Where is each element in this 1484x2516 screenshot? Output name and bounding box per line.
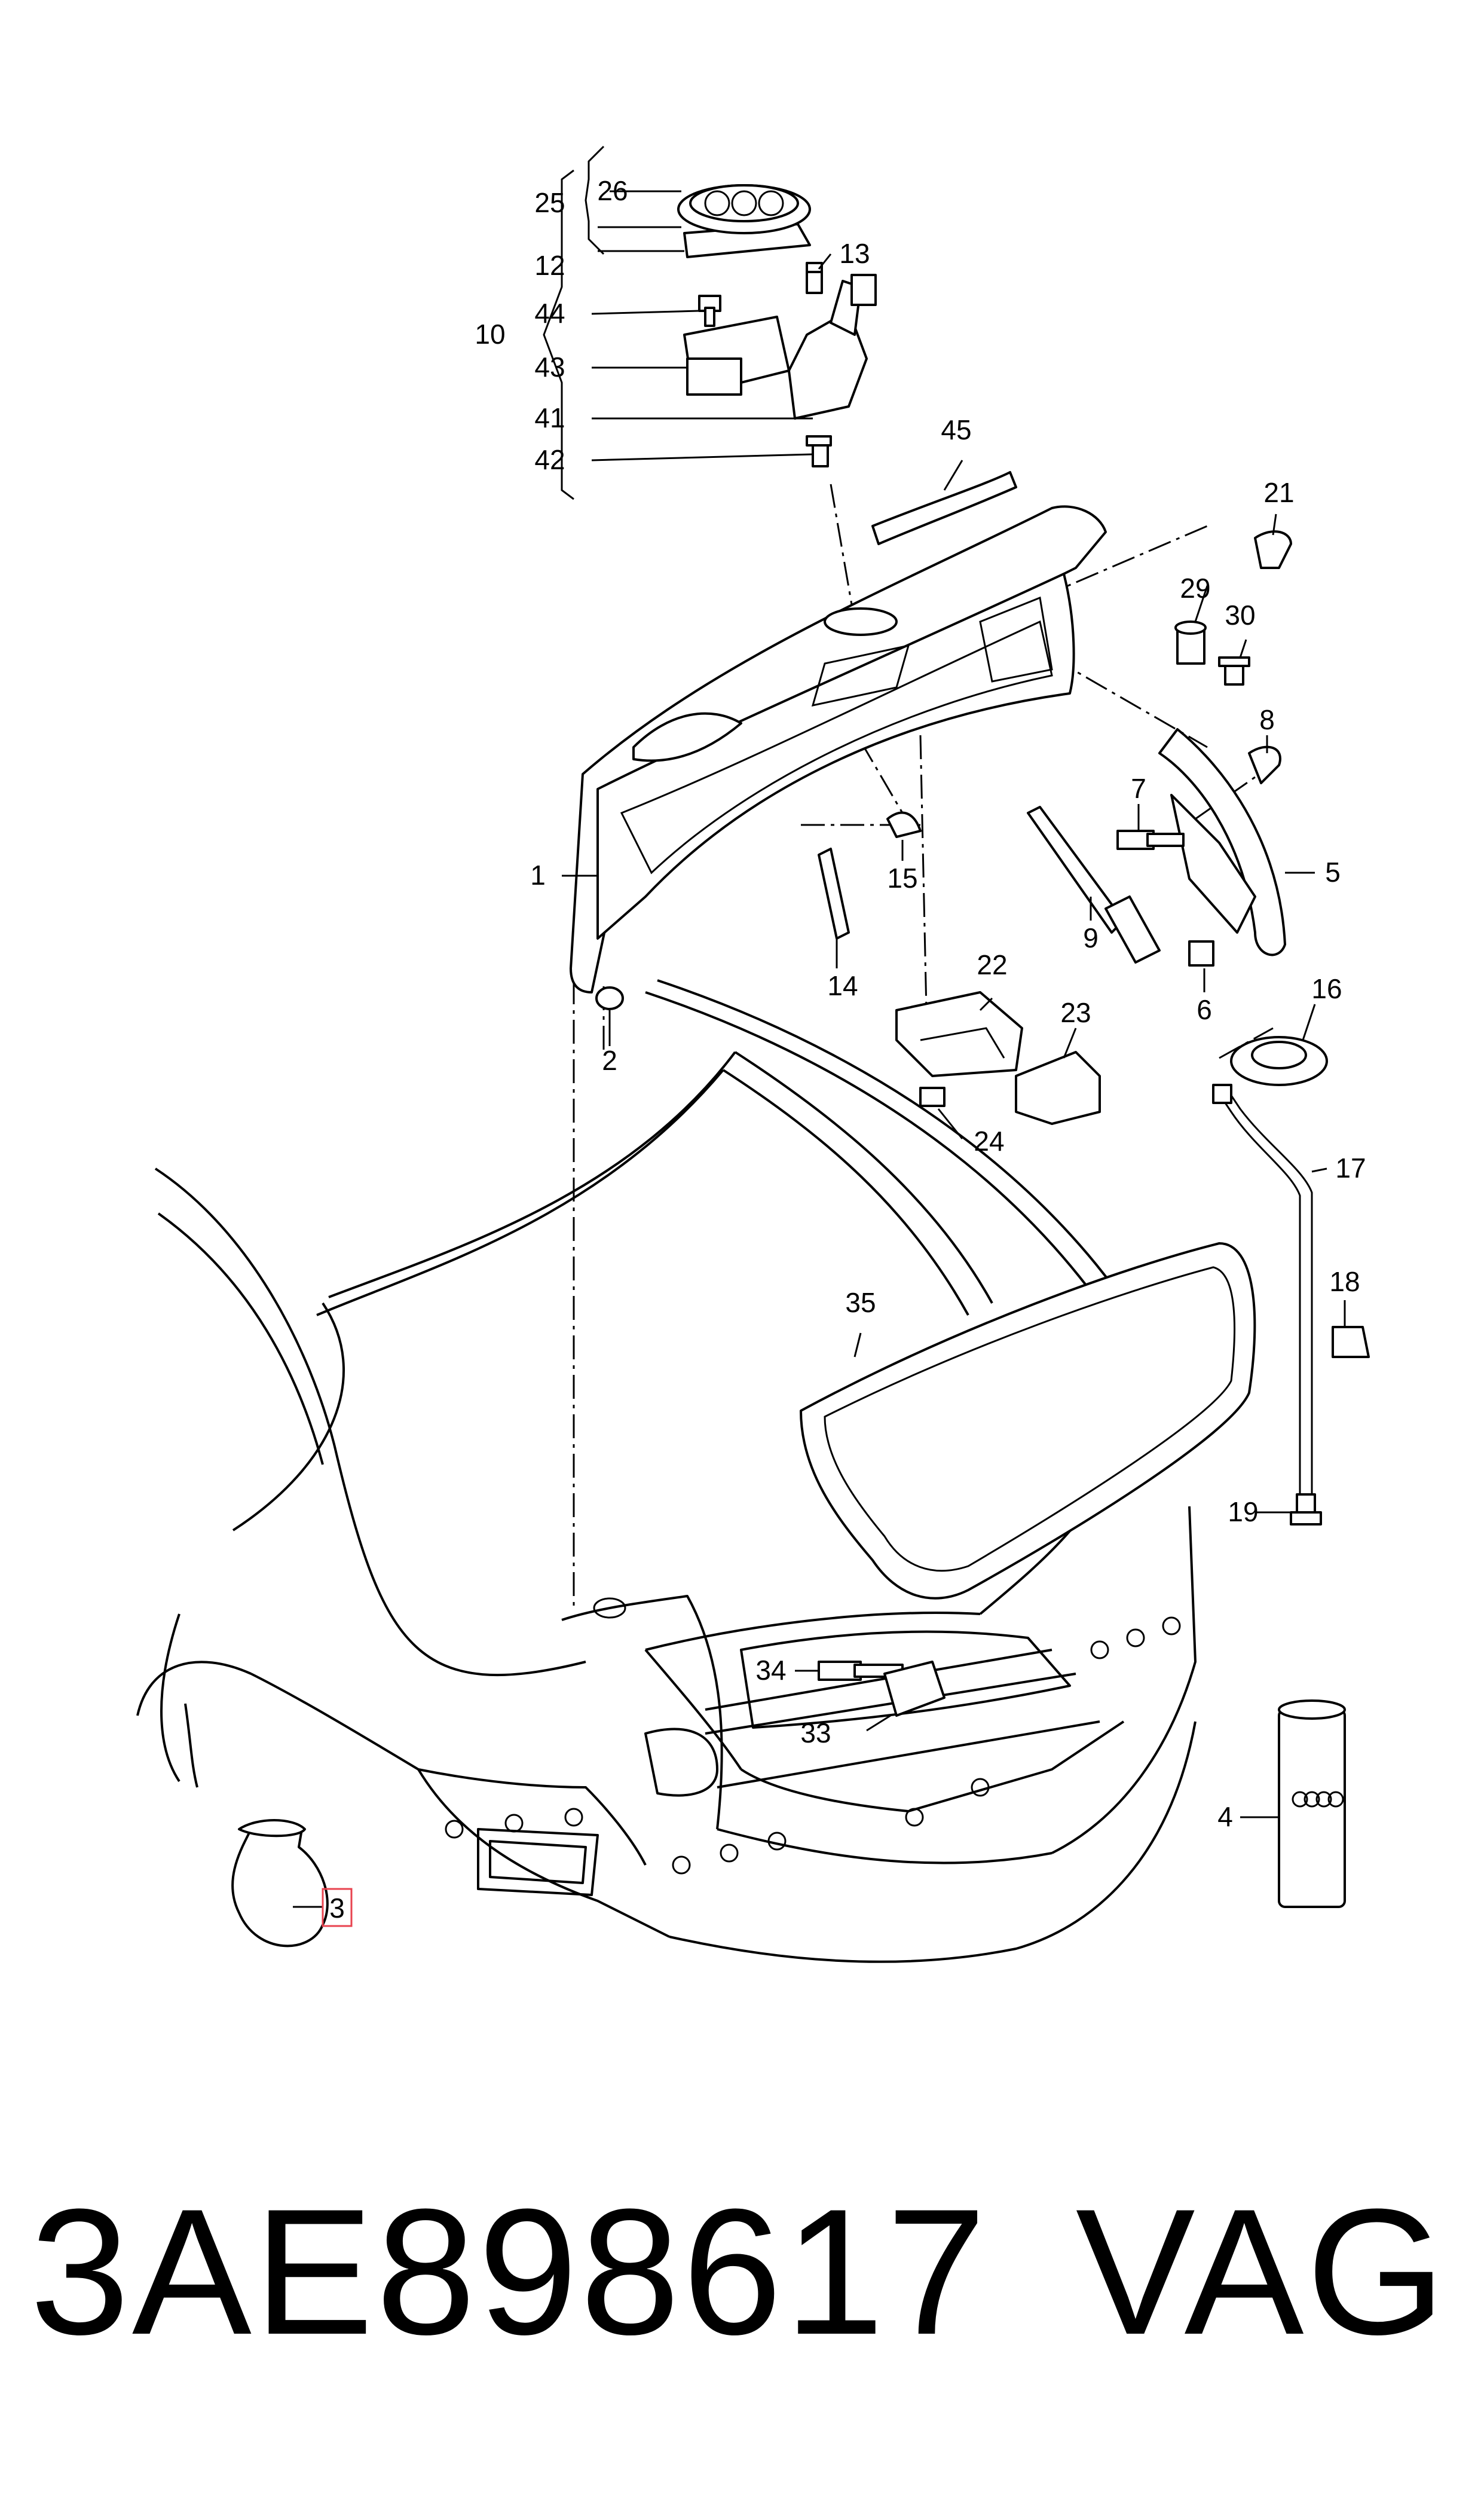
callout-17: 17 — [1335, 1152, 1366, 1184]
callout-19: 19 — [1228, 1496, 1258, 1527]
callout-23: 23 — [1060, 997, 1091, 1028]
callout-16: 16 — [1311, 973, 1342, 1004]
callout-2: 2 — [602, 1045, 617, 1076]
callout-7: 7 — [1131, 773, 1146, 804]
screw-30 — [1218, 656, 1250, 686]
callout-30: 30 — [1225, 600, 1255, 631]
parts-bag — [231, 1819, 329, 1948]
bracket-23 — [1015, 1051, 1101, 1125]
lock-22 — [895, 991, 1023, 1077]
callout-33: 33 — [800, 1717, 831, 1748]
callout-44: 44 — [534, 298, 565, 329]
spoiler — [871, 471, 1017, 545]
clip-6 — [1188, 940, 1214, 967]
grommet-16 — [1230, 1036, 1328, 1086]
nut-24 — [919, 1087, 946, 1107]
hinge-5 — [1158, 728, 1286, 956]
callout-12: 12 — [534, 250, 565, 281]
callout-22: 22 — [977, 949, 1007, 980]
seal-35 — [800, 1242, 1256, 1600]
callout-25: 25 — [534, 187, 565, 218]
touch-up-bottle — [1278, 1699, 1346, 1908]
plug-2 — [595, 986, 624, 1010]
part-number: 3AE898617 — [30, 2171, 989, 2372]
callout-9: 9 — [1083, 922, 1099, 953]
callout-5: 5 — [1325, 857, 1341, 888]
bolt-33-34 — [818, 1661, 946, 1717]
callout-3: 3 — [329, 1893, 345, 1924]
callout-21: 21 — [1263, 477, 1294, 508]
release-cable-17 — [1212, 1084, 1313, 1494]
callout-6: 6 — [1197, 994, 1212, 1025]
buffer-21 — [1254, 530, 1292, 569]
bolt-7 — [1116, 830, 1185, 850]
callout-24: 24 — [974, 1126, 1004, 1157]
leader-lines — [543, 145, 1346, 1818]
footer: 3AE898617 VAG — [0, 2176, 1484, 2367]
callout-10: 10 — [475, 319, 505, 350]
gas-strut-9 — [1027, 806, 1161, 964]
highlight-box — [322, 1888, 353, 1927]
callout-45: 45 — [941, 414, 971, 445]
buffer-8 — [1248, 745, 1281, 784]
callout-43: 43 — [534, 351, 565, 383]
callout-14: 14 — [827, 970, 858, 1001]
brand-name: VAG — [1075, 2171, 1448, 2372]
callout-4: 4 — [1217, 1801, 1233, 1832]
rod-14 — [818, 848, 850, 940]
clip-19 — [1290, 1493, 1322, 1526]
callout-29: 29 — [1180, 573, 1210, 604]
callout-42: 42 — [534, 444, 565, 475]
callout-34: 34 — [755, 1655, 786, 1686]
clip-18 — [1332, 1326, 1370, 1358]
trunk-lid — [570, 505, 1107, 993]
callout-15: 15 — [887, 863, 917, 894]
callout-18: 18 — [1329, 1266, 1360, 1297]
callout-13: 13 — [839, 238, 870, 269]
handle-emblem-unit — [677, 184, 811, 258]
callout-labels: 1 2 4 5 6 7 8 9 10 12 13 14 15 16 17 18 … — [475, 175, 1366, 1832]
lock-cylinder-actuator — [683, 274, 877, 420]
callout-8: 8 — [1259, 704, 1275, 735]
buffer-15 — [886, 811, 922, 838]
callout-3-highlight: 3 — [293, 1888, 353, 1927]
callout-35: 35 — [845, 1287, 876, 1318]
small-screws — [698, 262, 832, 467]
callout-41: 41 — [534, 402, 565, 433]
callout-26: 26 — [597, 175, 628, 206]
bushing-29 — [1174, 620, 1207, 665]
callout-1: 1 — [530, 860, 546, 891]
